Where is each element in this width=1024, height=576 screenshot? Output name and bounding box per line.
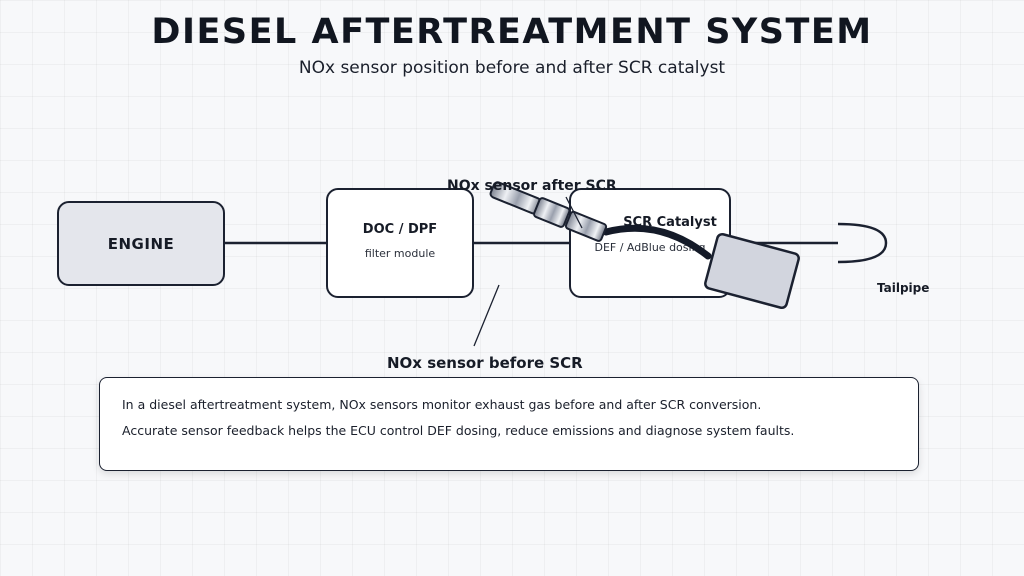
nox-sensor-after-label: NOx sensor after SCR xyxy=(447,178,617,194)
engine-box: ENGINE xyxy=(57,201,225,286)
tailpipe-outlet-shape xyxy=(837,222,888,264)
doc-dpf-sublabel: filter module xyxy=(364,247,436,260)
scr-catalyst-sublabel: DEF / AdBlue dosing xyxy=(594,241,706,254)
info-line-1: In a diesel aftertreatment system, NOx s… xyxy=(122,397,762,412)
info-line-2: Accurate sensor feedback helps the ECU c… xyxy=(122,423,795,438)
nox-sensor-after-probe xyxy=(489,181,608,242)
sensor-cable xyxy=(602,224,712,260)
engine-label: ENGINE xyxy=(107,234,175,253)
nox-sensor-module xyxy=(704,232,800,310)
page-title: DIESEL AFTERTREATMENT SYSTEM xyxy=(151,12,873,52)
doc-dpf-box: DOC / DPF filter module xyxy=(326,188,474,298)
info-panel: In a diesel aftertreatment system, NOx s… xyxy=(99,377,919,471)
leader-line-after xyxy=(565,196,583,229)
nox-sensor-before-label: NOx sensor before SCR xyxy=(387,354,583,372)
leader-line-before xyxy=(473,284,500,347)
page-subtitle: NOx sensor position before and after SCR… xyxy=(298,58,726,78)
scr-catalyst-box: SCR Catalyst DEF / AdBlue dosing xyxy=(569,188,731,298)
doc-dpf-label: DOC / DPF xyxy=(362,222,438,237)
tailpipe-label: Tailpipe xyxy=(877,281,930,295)
